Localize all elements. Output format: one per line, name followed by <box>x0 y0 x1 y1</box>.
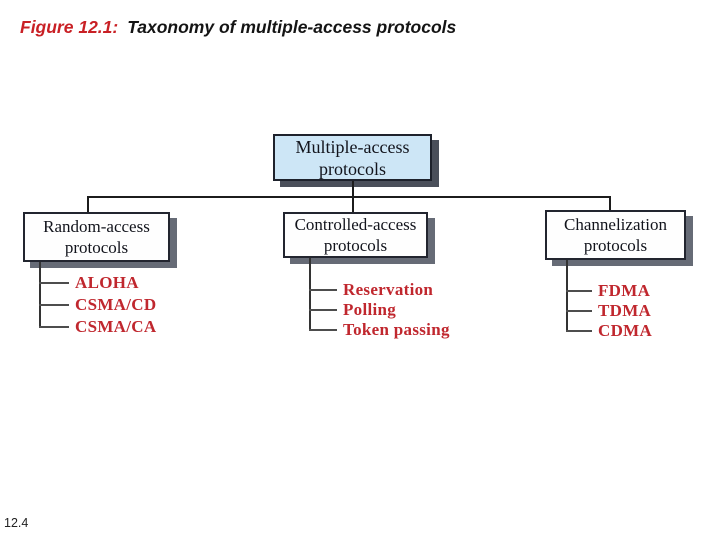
figure-number-label: Figure 12.1: <box>20 17 119 37</box>
leaf-label-csma-cd: CSMA/CD <box>75 295 157 314</box>
page-number: 12.4 <box>4 516 29 530</box>
leaf-item-polling: Polling <box>309 300 450 320</box>
connector-trunk-random <box>39 262 41 328</box>
leaf-item-csma-ca: CSMA/CA <box>39 316 156 338</box>
connector-trunk-channel <box>566 260 568 332</box>
leaf-group-channelization: FDMA TDMA CDMA <box>566 281 652 341</box>
connector-drop-random <box>87 196 89 213</box>
connector-root-stub <box>352 181 354 197</box>
tick-line <box>566 310 592 312</box>
leaf-label-reservation: Reservation <box>343 280 434 299</box>
node-controlled-access-protocols: Controlled-access protocols <box>283 212 428 258</box>
leaf-item-reservation: Reservation <box>309 280 450 300</box>
slide-title: Figure 12.1: Taxonomy of multiple-access … <box>20 17 456 38</box>
leaf-label-token-passing: Token passing <box>343 320 450 339</box>
node-multiple-access-protocols: Multiple-access protocols <box>273 134 432 181</box>
leaf-item-fdma: FDMA <box>566 281 652 301</box>
figure-title-text: Taxonomy of multiple-access protocols <box>127 17 457 37</box>
tick-line <box>39 326 69 328</box>
leaf-label-cdma: CDMA <box>598 321 653 340</box>
tick-line <box>566 330 592 332</box>
connector-drop-controlled <box>352 196 354 213</box>
leaf-item-cdma: CDMA <box>566 321 652 341</box>
tick-line <box>309 329 337 331</box>
node-channelization-protocols: Channelization protocols <box>545 210 686 260</box>
node-random-access-protocols: Random-access protocols <box>23 212 170 262</box>
leaf-label-tdma: TDMA <box>598 301 652 320</box>
connector-horizontal-line <box>88 196 611 198</box>
tick-line <box>566 290 592 292</box>
leaf-label-csma-ca: CSMA/CA <box>75 317 157 336</box>
leaf-group-random-access: ALOHA CSMA/CD CSMA/CA <box>39 272 156 338</box>
leaf-item-csma-cd: CSMA/CD <box>39 294 156 316</box>
leaf-item-aloha: ALOHA <box>39 272 156 294</box>
leaf-label-aloha: ALOHA <box>75 273 139 292</box>
leaf-item-tdma: TDMA <box>566 301 652 321</box>
tick-line <box>39 282 69 284</box>
leaf-group-controlled-access: Reservation Polling Token passing <box>309 280 450 340</box>
tick-line <box>39 304 69 306</box>
tick-line <box>309 309 337 311</box>
leaf-item-token-passing: Token passing <box>309 320 450 340</box>
tick-line <box>309 289 337 291</box>
leaf-label-fdma: FDMA <box>598 281 651 300</box>
leaf-label-polling: Polling <box>343 300 397 319</box>
connector-trunk-controlled <box>309 258 311 331</box>
connector-drop-channel <box>609 196 611 211</box>
